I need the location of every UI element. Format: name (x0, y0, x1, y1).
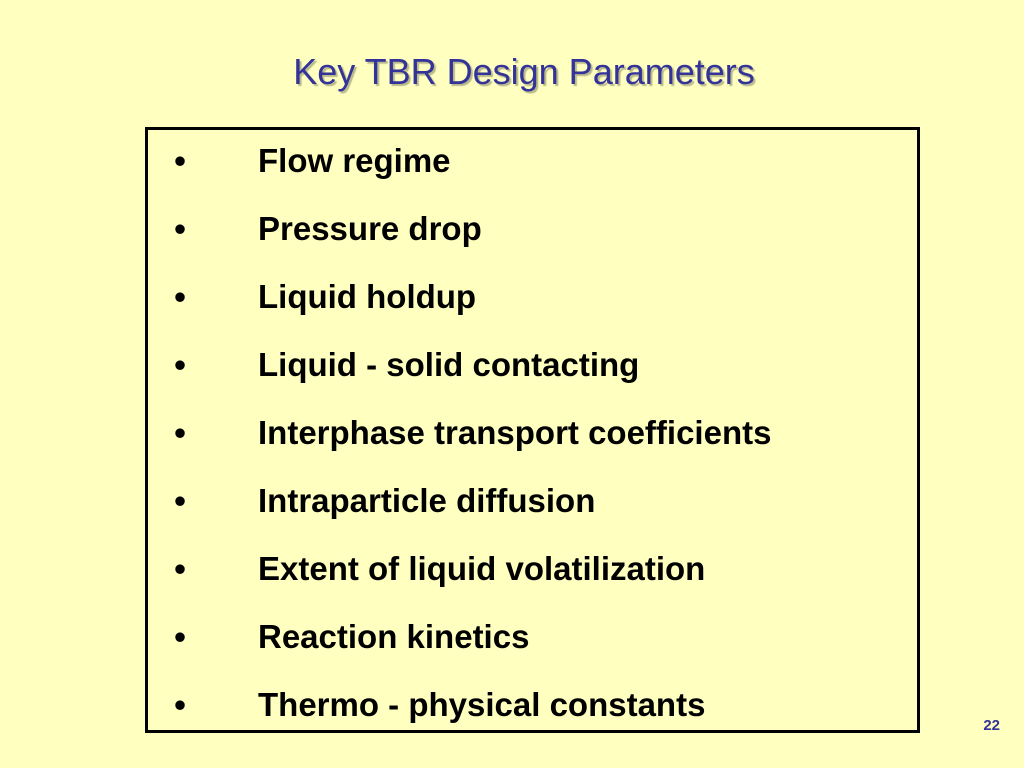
bullet-text: Extent of liquid volatilization (258, 550, 706, 587)
bullet-text: Intraparticle diffusion (258, 482, 596, 519)
bullet-box: • Flow regime • Pressure drop • Liquid h… (145, 127, 920, 733)
slide-title: Key TBR Design Parameters (293, 51, 755, 92)
bullet-icon: • (174, 482, 186, 519)
bullet-icon: • (174, 550, 186, 587)
bullet-text: Interphase transport coefficients (258, 414, 772, 451)
bullet-icon: • (174, 686, 186, 723)
bullet-text: Pressure drop (258, 210, 482, 247)
bullet-text: Flow regime (258, 142, 451, 179)
bullet-icon: • (174, 618, 186, 655)
bullet-icon: • (174, 210, 186, 247)
bullet-icon: • (174, 346, 186, 383)
page-number: 22 (983, 717, 1000, 734)
bullet-icon: • (174, 278, 186, 315)
bullet-text: Thermo - physical constants (258, 686, 706, 723)
bullet-text: Liquid holdup (258, 278, 477, 315)
bullet-text: Reaction kinetics (258, 618, 530, 655)
bullet-icon: • (174, 414, 186, 451)
bullet-icon: • (174, 142, 186, 179)
bullet-text: Liquid - solid contacting (258, 346, 640, 383)
